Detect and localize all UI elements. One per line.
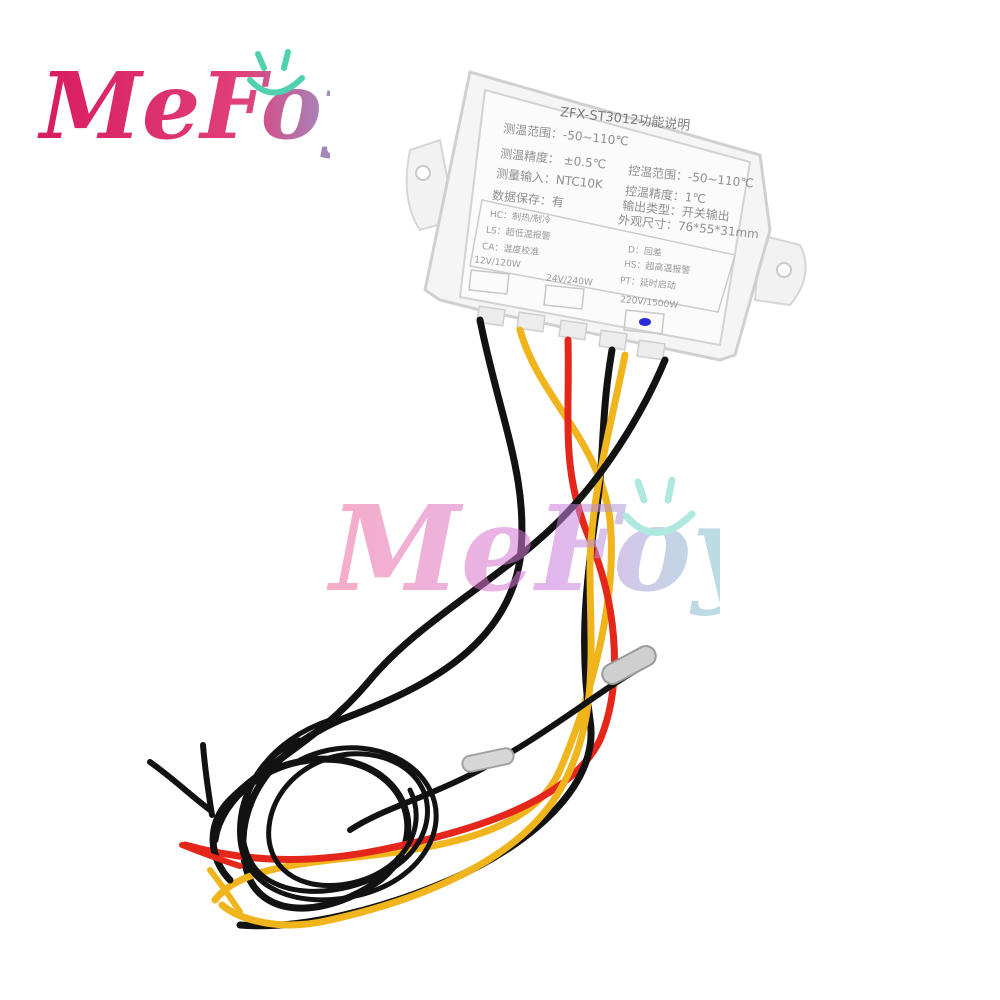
temperature-probe — [461, 645, 657, 773]
wire-yellow-1 — [211, 326, 615, 904]
wire-bundle — [147, 316, 669, 930]
smiley-icon — [247, 49, 305, 96]
watermark-logo: MeFoy — [326, 476, 720, 618]
wire-black-coil — [239, 737, 430, 894]
watermark-smiley-icon — [622, 476, 696, 536]
wire-black-coil-2 — [237, 717, 439, 903]
wire-end-3 — [179, 842, 243, 869]
svg-text:MeFoy: MeFoy — [37, 52, 330, 160]
wire-black-3 — [209, 356, 669, 884]
wire-end-2 — [200, 742, 215, 818]
wire-yellow-2 — [218, 351, 629, 929]
wire-red-1 — [181, 336, 618, 863]
wire-end-1 — [147, 759, 213, 813]
wire-end-4 — [207, 867, 243, 915]
controller-housing — [405, 70, 807, 362]
brand-logo: MeFoy — [37, 49, 330, 160]
svg-text:MeFoy: MeFoy — [326, 479, 720, 618]
